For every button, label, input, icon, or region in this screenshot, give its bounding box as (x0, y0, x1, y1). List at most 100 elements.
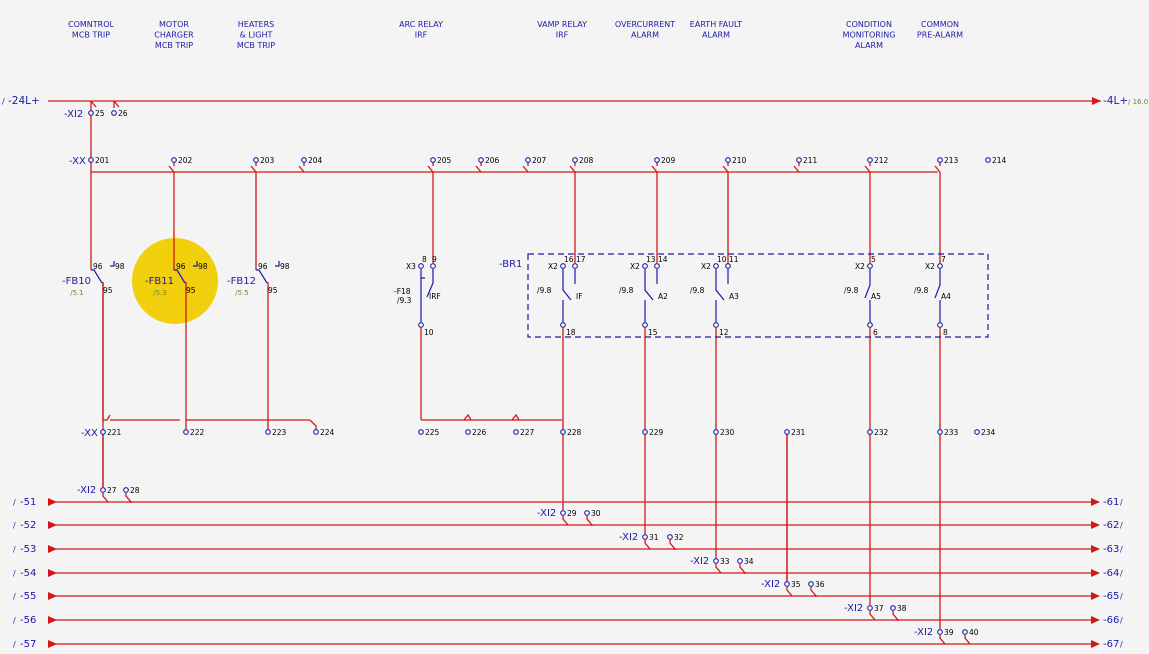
terminal-214 (985, 157, 991, 163)
wire-bend (569, 165, 576, 173)
output-rail-arrow-right (1091, 545, 1100, 553)
rail-label-left: -56 (20, 615, 36, 626)
terminal-number: 28 (130, 486, 140, 495)
terminal (890, 605, 896, 611)
output-rail-arrow-left (48, 640, 57, 648)
relay-contact (644, 269, 654, 301)
terminal (123, 487, 129, 493)
header-line: CHARGER (154, 31, 194, 40)
terminal-number: 234 (981, 428, 996, 437)
output-rail-arrow-right (1091, 640, 1100, 648)
terminal (667, 534, 673, 540)
rail-prefix: / (2, 97, 5, 106)
header-line: MONITORING (843, 31, 896, 40)
wire-bend (892, 611, 899, 621)
terminal-229 (642, 429, 648, 435)
terminal-number: 204 (308, 156, 323, 165)
terminal-number: 16 (564, 255, 574, 264)
rail-suffix: / (1120, 498, 1123, 507)
terminal-number: 9 (432, 255, 437, 264)
terminal (937, 263, 943, 269)
terminal-202 (171, 157, 177, 163)
header-line: COMNTROL (68, 20, 115, 29)
terminal-number: 8 (422, 255, 427, 264)
terminal (584, 510, 590, 516)
terminal-number: 33 (720, 557, 730, 566)
rail-suffix: / (1120, 616, 1123, 625)
terminal-208 (572, 157, 578, 163)
device-tag: -F18 (394, 287, 411, 296)
wire-bend (869, 611, 876, 621)
header-line: ALARM (855, 41, 883, 50)
rail-label-right: -62 (1103, 520, 1119, 531)
terminal-number: 203 (260, 156, 275, 165)
output-rail-arrow-left (48, 616, 57, 624)
rail-label-left: -53 (20, 544, 36, 555)
terminal (560, 510, 566, 516)
contact-number: 96 (93, 262, 103, 271)
contact-label: A4 (941, 292, 951, 301)
terminal-number: 17 (576, 255, 586, 264)
terminal-225 (418, 429, 424, 435)
terminal-number: 209 (661, 156, 676, 165)
output-rail-arrow-left (48, 569, 57, 577)
device-ref: /9.8 (914, 286, 929, 295)
contact-label: IF (576, 292, 583, 301)
connector-tag: X2 (630, 262, 640, 271)
contact-number: 98 (198, 262, 208, 271)
terminal (418, 322, 424, 328)
terminal (642, 534, 648, 540)
rail-label-right: -64 (1103, 568, 1119, 579)
header-line: IRF (556, 31, 569, 40)
terminal-number: 15 (648, 328, 658, 337)
terminal-number: 10 (717, 255, 727, 264)
terminal (111, 110, 117, 116)
terminal (654, 263, 660, 269)
wire-bend (103, 414, 111, 421)
terminal-227 (513, 429, 519, 435)
header-line: COMMON (921, 20, 959, 29)
terminal (962, 629, 968, 635)
terminal-number: 5 (871, 255, 876, 264)
wire-bend (250, 165, 257, 173)
rail-prefix: / (13, 545, 16, 554)
header-line: PRE-ALARM (917, 31, 963, 40)
terminal (937, 629, 943, 635)
rail-suffix: / (1120, 545, 1123, 554)
connector-tag: X3 (406, 262, 416, 271)
connector-tag: X2 (701, 262, 711, 271)
output-rail-arrow-left (48, 498, 57, 506)
wire-bend (562, 516, 569, 526)
symbol-layer (48, 97, 1101, 648)
terminal-number: 222 (190, 428, 205, 437)
device-ref: /9.8 (690, 286, 705, 295)
terminal-number: 37 (874, 604, 884, 613)
terminal-204 (301, 157, 307, 163)
terminal-number: 39 (944, 628, 954, 637)
wire-bend (125, 493, 132, 503)
wire-bend (793, 165, 800, 173)
terminal-201 (88, 157, 94, 163)
rail-suffix: / (1120, 640, 1123, 649)
wire-bend (739, 564, 746, 574)
breaker-ref: /5.1 (70, 289, 84, 297)
terminal-strip-tag: -XI2 (690, 556, 709, 567)
terminal-231 (784, 429, 790, 435)
wire-bend (102, 493, 109, 503)
wire-bend (168, 165, 175, 173)
relay-box (527, 253, 989, 338)
terminal-number: 35 (791, 580, 801, 589)
device-ref: /9.8 (844, 286, 859, 295)
terminal (737, 558, 743, 564)
output-rail-arrow-right (1091, 616, 1100, 624)
rail-suffix: / (1120, 521, 1123, 530)
terminal (713, 558, 719, 564)
relay-contact (864, 269, 871, 299)
terminal (560, 322, 566, 328)
relay-contact (426, 269, 434, 298)
rail-prefix: / (13, 569, 16, 578)
terminal-strip-tag: -XI2 (914, 627, 933, 638)
terminal-number: 11 (729, 255, 739, 264)
